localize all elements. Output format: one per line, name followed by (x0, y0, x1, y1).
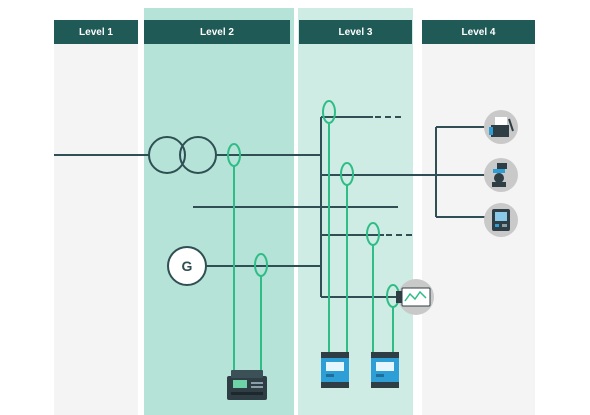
current-sensor-icon (254, 253, 268, 277)
generator-label: G (182, 258, 193, 274)
level-3-header: Level 3 (299, 20, 412, 44)
generator-icon: G (167, 246, 207, 286)
sensor-lines (233, 124, 394, 372)
machine-load-icon (484, 158, 518, 192)
load-monitor-icon (396, 279, 434, 315)
level-2-column (144, 8, 294, 415)
current-sensor-icon (227, 143, 241, 167)
power-meter-icon (371, 352, 399, 388)
current-sensor-icon (322, 100, 336, 124)
bus-lines (54, 116, 490, 298)
machine-load-icon (484, 203, 518, 237)
level-1-header: Level 1 (54, 20, 138, 44)
machine-load-icon (484, 110, 518, 144)
level-2-header: Level 2 (144, 20, 290, 44)
current-sensor-icon (366, 222, 380, 246)
transformer-icon (148, 136, 217, 174)
power-meter-icon (227, 370, 267, 400)
current-sensor-icon (340, 162, 354, 186)
level-4-header: Level 4 (422, 20, 535, 44)
level-1-column (54, 20, 138, 415)
power-meter-icon (321, 352, 349, 388)
